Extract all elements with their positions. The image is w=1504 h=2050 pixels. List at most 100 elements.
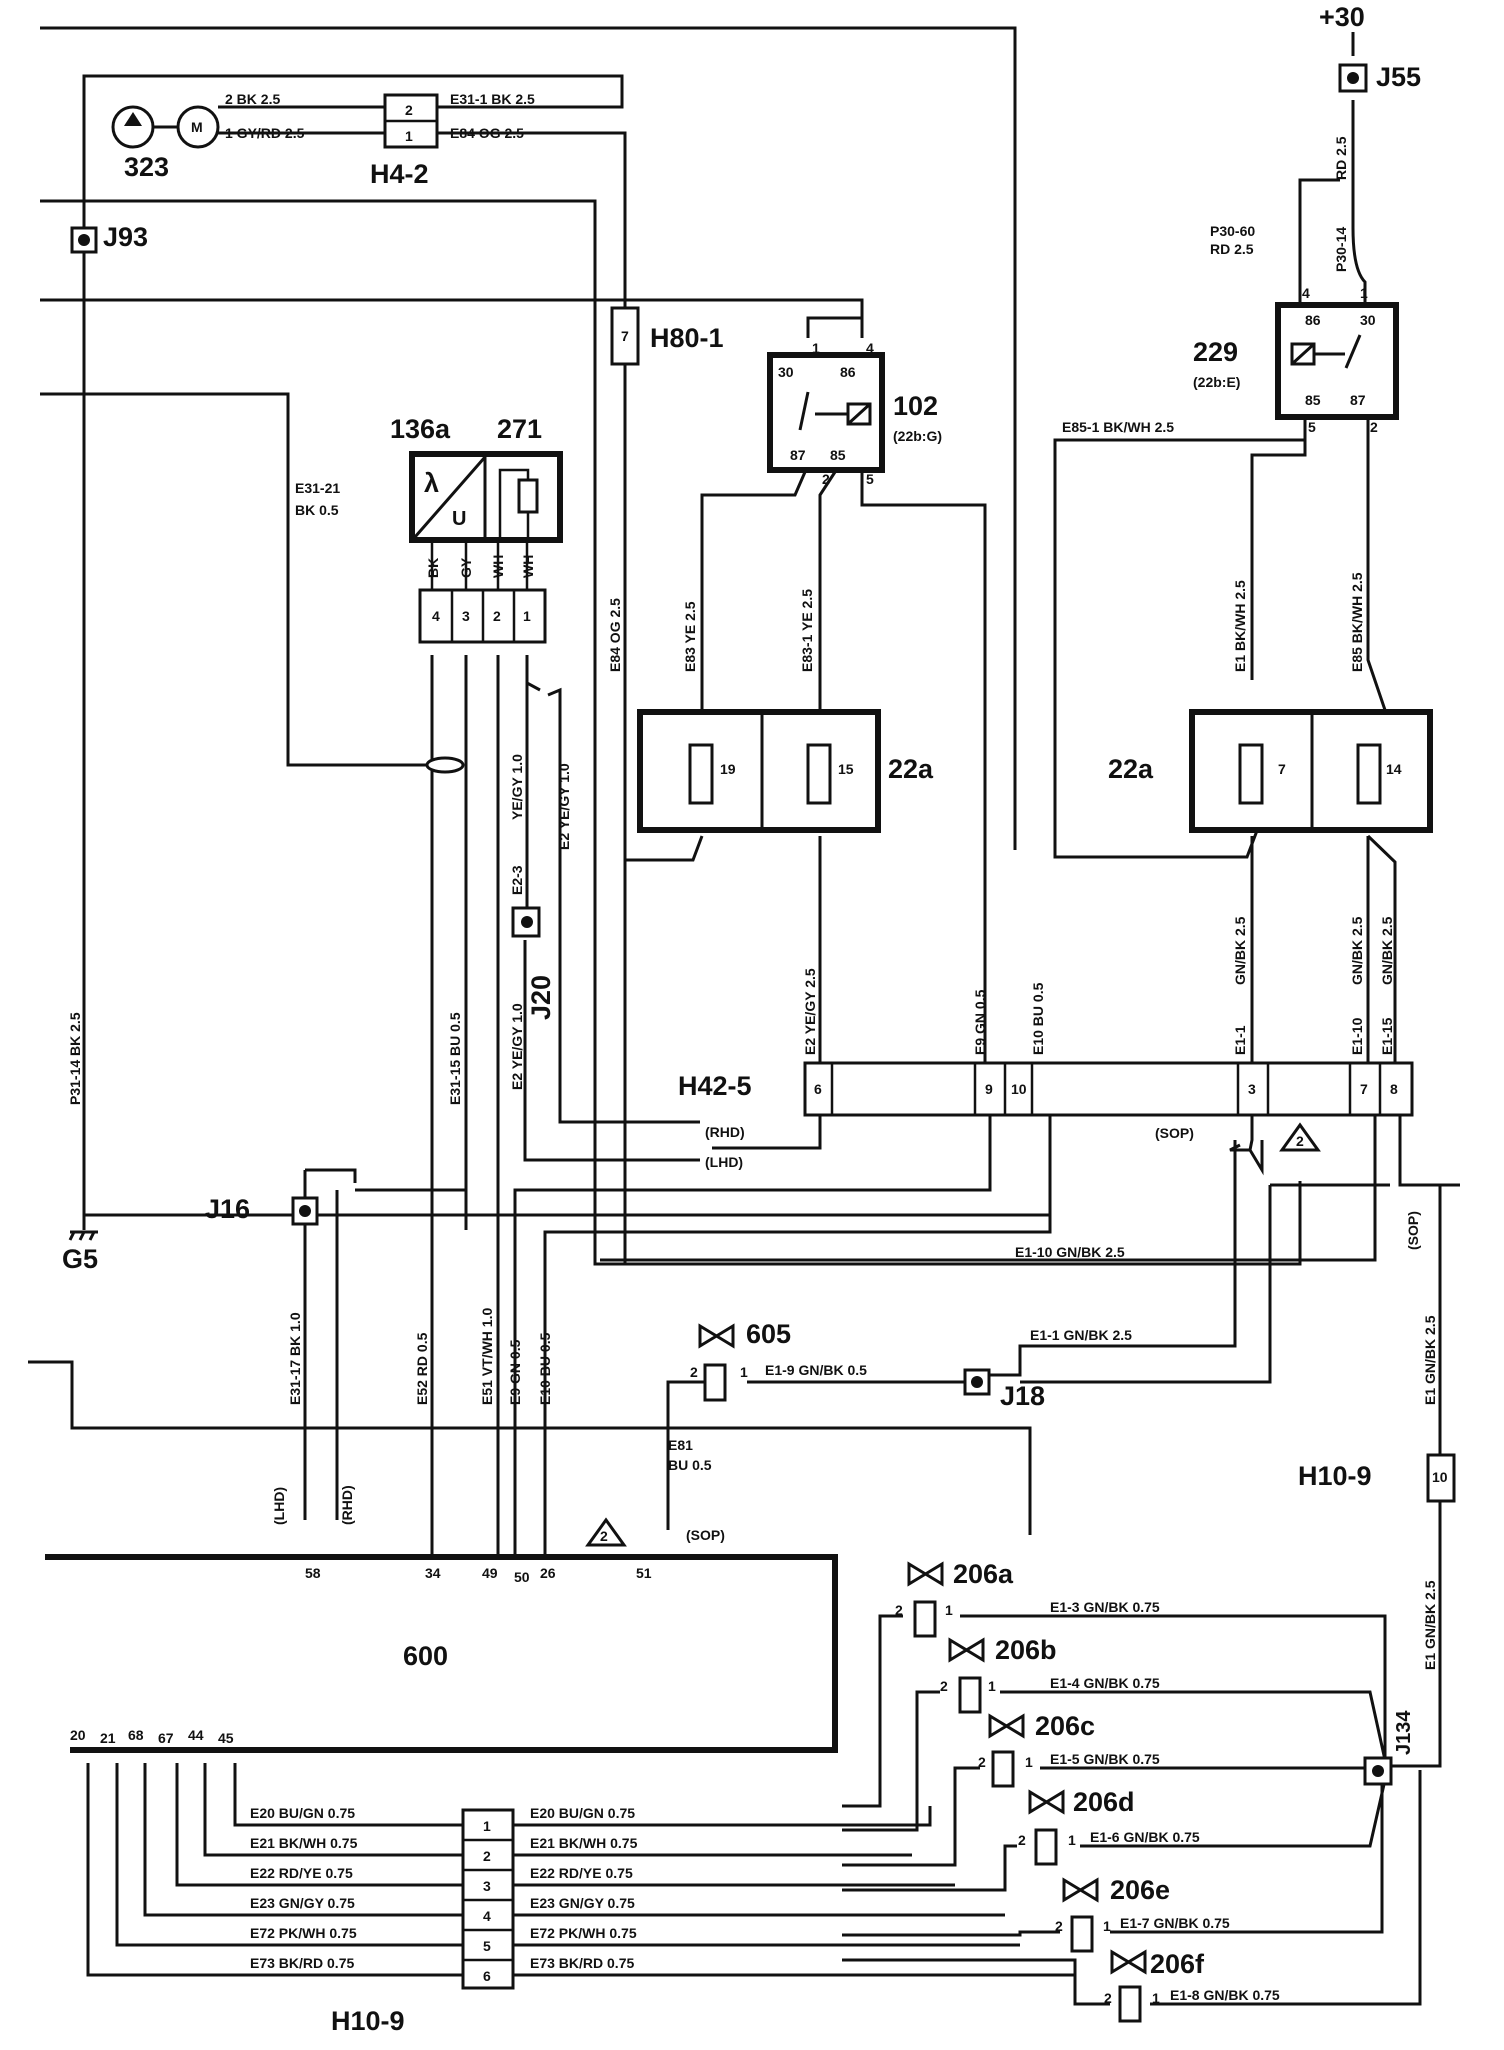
- wire-label-w45: E1-4 GN/BK 0.75: [1050, 1675, 1160, 1691]
- h42-5-pin7: 7: [1360, 1081, 1368, 1097]
- sensor-wire-3: WH: [490, 555, 506, 578]
- wire-label-w34: E1-9 GN/BK 0.5: [765, 1362, 867, 1378]
- valve206e-pin1: 1: [1103, 1918, 1111, 1934]
- h42-5-pin6: 6: [814, 1081, 822, 1097]
- fuse-box-right: [1189, 709, 1433, 833]
- wire-label-w26: GN/BK 2.5: [1232, 916, 1248, 985]
- label-h10-9-bottom: H10-9: [331, 2006, 405, 2036]
- label-206a: 206a: [953, 1559, 1014, 1589]
- valve605-pin1: 1: [740, 1364, 748, 1380]
- label-136a: 136a: [390, 414, 451, 444]
- label-600: 600: [403, 1641, 448, 1671]
- wire-label-w32: E1-10 GN/BK 2.5: [1015, 1244, 1125, 1260]
- relay-102: [767, 352, 885, 473]
- sop-triangle-right: [1279, 1122, 1321, 1152]
- r229-pin86: 86: [1305, 312, 1321, 328]
- r102-pin5: 5: [866, 471, 874, 487]
- wire-label-w21: P31-14 BK 2.5: [67, 1012, 83, 1105]
- wire-label-w11: E85-1 BK/WH 2.5: [1062, 419, 1174, 435]
- label-206f: 206f: [1150, 1949, 1205, 1979]
- r229-pin2: 2: [1370, 419, 1378, 435]
- h80-1-connector: [610, 306, 640, 366]
- wire-label-w3: E31-1 BK 2.5: [450, 91, 535, 107]
- label-102: 102: [893, 391, 938, 421]
- valve206c-pin1: 1: [1025, 1754, 1033, 1770]
- h10-9-top-pin: 10: [1432, 1469, 1448, 1485]
- r229-pin4: 4: [1302, 285, 1310, 301]
- wire-label-w20: E2 YE/GY 1.0: [509, 1003, 525, 1090]
- conn-label-rhd: (RHD): [705, 1124, 745, 1140]
- sensor-connector: [418, 540, 547, 644]
- valve206e-pin2: 2: [1055, 1918, 1063, 1934]
- valve206f-pin1: 1: [1152, 1990, 1160, 2006]
- wire-label-w12: E84 OG 2.5: [607, 598, 623, 672]
- label-h80-1: H80-1: [650, 323, 724, 353]
- ecu-pin-44: 44: [188, 1727, 204, 1743]
- label-j18: J18: [1000, 1381, 1045, 1411]
- valve206a-pin1: 1: [945, 1602, 953, 1618]
- valve206b-pin2: 2: [940, 1678, 948, 1694]
- valve206b-pin1: 1: [988, 1678, 996, 1694]
- valve206d-pin2: 2: [1018, 1832, 1026, 1848]
- r229-pin5: 5: [1308, 419, 1316, 435]
- label-j55: J55: [1376, 62, 1421, 92]
- h42-5-pin9: 9: [985, 1081, 993, 1097]
- wire-label-w29: GN/BK 2.5: [1379, 916, 1395, 985]
- triangle-label-2: 2: [600, 1528, 608, 1544]
- wire-label-w15: E1 BK/WH 2.5: [1232, 580, 1248, 672]
- label-j134: J134: [1393, 1710, 1415, 1755]
- h10-9-bottom-connector: [461, 1808, 515, 1990]
- wire-label-w5: RD 2.5: [1333, 136, 1349, 180]
- bconn-pin-5: 5: [483, 1938, 491, 1954]
- wire-label-w47: E1-6 GN/BK 0.75: [1090, 1829, 1200, 1845]
- label-206c: 206c: [1035, 1711, 1095, 1741]
- wire-label-w9: E31-21: [295, 480, 340, 496]
- h80-1-pin: 7: [621, 328, 629, 344]
- bottom-left-wire-5: E72 PK/WH 0.75: [250, 1925, 357, 1941]
- label-j93: J93: [103, 222, 148, 252]
- sensor-wire-2: GY: [458, 557, 474, 578]
- bottom-right-wire-1: E20 BU/GN 0.75: [530, 1805, 635, 1821]
- sensor-pin-3: 3: [462, 608, 470, 624]
- conn-label-sop2: (SOP): [686, 1527, 725, 1543]
- wire-label-w14: E83-1 YE 2.5: [799, 589, 815, 672]
- conn-label-sop: (SOP): [1155, 1125, 1194, 1141]
- label-206e: 206e: [1110, 1875, 1170, 1905]
- bottom-left-wire-1: E20 BU/GN 0.75: [250, 1805, 355, 1821]
- r229-pin1: 1: [1360, 285, 1368, 301]
- wire-label-w30: E1-10: [1349, 1017, 1365, 1055]
- label-u: U: [452, 508, 466, 530]
- ecu-pin-50: 50: [514, 1569, 530, 1585]
- ecu-pin-49: 49: [482, 1565, 498, 1581]
- wire-label-w4: E84 OG 2.5: [450, 125, 524, 141]
- bottom-right-wire-3: E22 RD/YE 0.75: [530, 1865, 633, 1881]
- wire-label-w31: E1-15: [1379, 1017, 1395, 1055]
- r102-pin30: 30: [778, 364, 794, 380]
- label-h4-2: H4-2: [370, 159, 429, 189]
- valve206c-pin2: 2: [978, 1754, 986, 1770]
- sensor-pin-4: 4: [432, 608, 440, 624]
- label-229-ref: (22b:E): [1193, 374, 1240, 390]
- wire-label-w16: E85 BK/WH 2.5: [1349, 572, 1365, 672]
- bconn-pin-2: 2: [483, 1848, 491, 1864]
- label-102-ref: (22b:G): [893, 428, 942, 444]
- conn-label-lhd: (LHD): [705, 1154, 743, 1170]
- sop-triangle-bottom: [585, 1517, 627, 1547]
- r102-pin85: 85: [830, 447, 846, 463]
- wire-label-w27: E1-1: [1232, 1025, 1248, 1055]
- wire-label-w33: E1-1 GN/BK 2.5: [1030, 1327, 1132, 1343]
- ecu-pin-26: 26: [540, 1565, 556, 1581]
- wire-label-w6: P30-60: [1210, 223, 1255, 239]
- bconn-pin-3: 3: [483, 1878, 491, 1894]
- wire-label-w43: E1 GN/BK 2.5: [1422, 1580, 1438, 1670]
- ecu-pin-67: 67: [158, 1730, 174, 1746]
- ecu-pin-34: 34: [425, 1565, 441, 1581]
- label-323: 323: [124, 152, 169, 182]
- wire-label-w28: GN/BK 2.5: [1349, 916, 1365, 985]
- r102-pin86: 86: [840, 364, 856, 380]
- wire-label-w40: E81: [668, 1437, 693, 1453]
- label-m: M: [191, 119, 203, 135]
- label-fuse7: 7: [1278, 761, 1286, 777]
- sensor-pin-2: 2: [493, 608, 501, 624]
